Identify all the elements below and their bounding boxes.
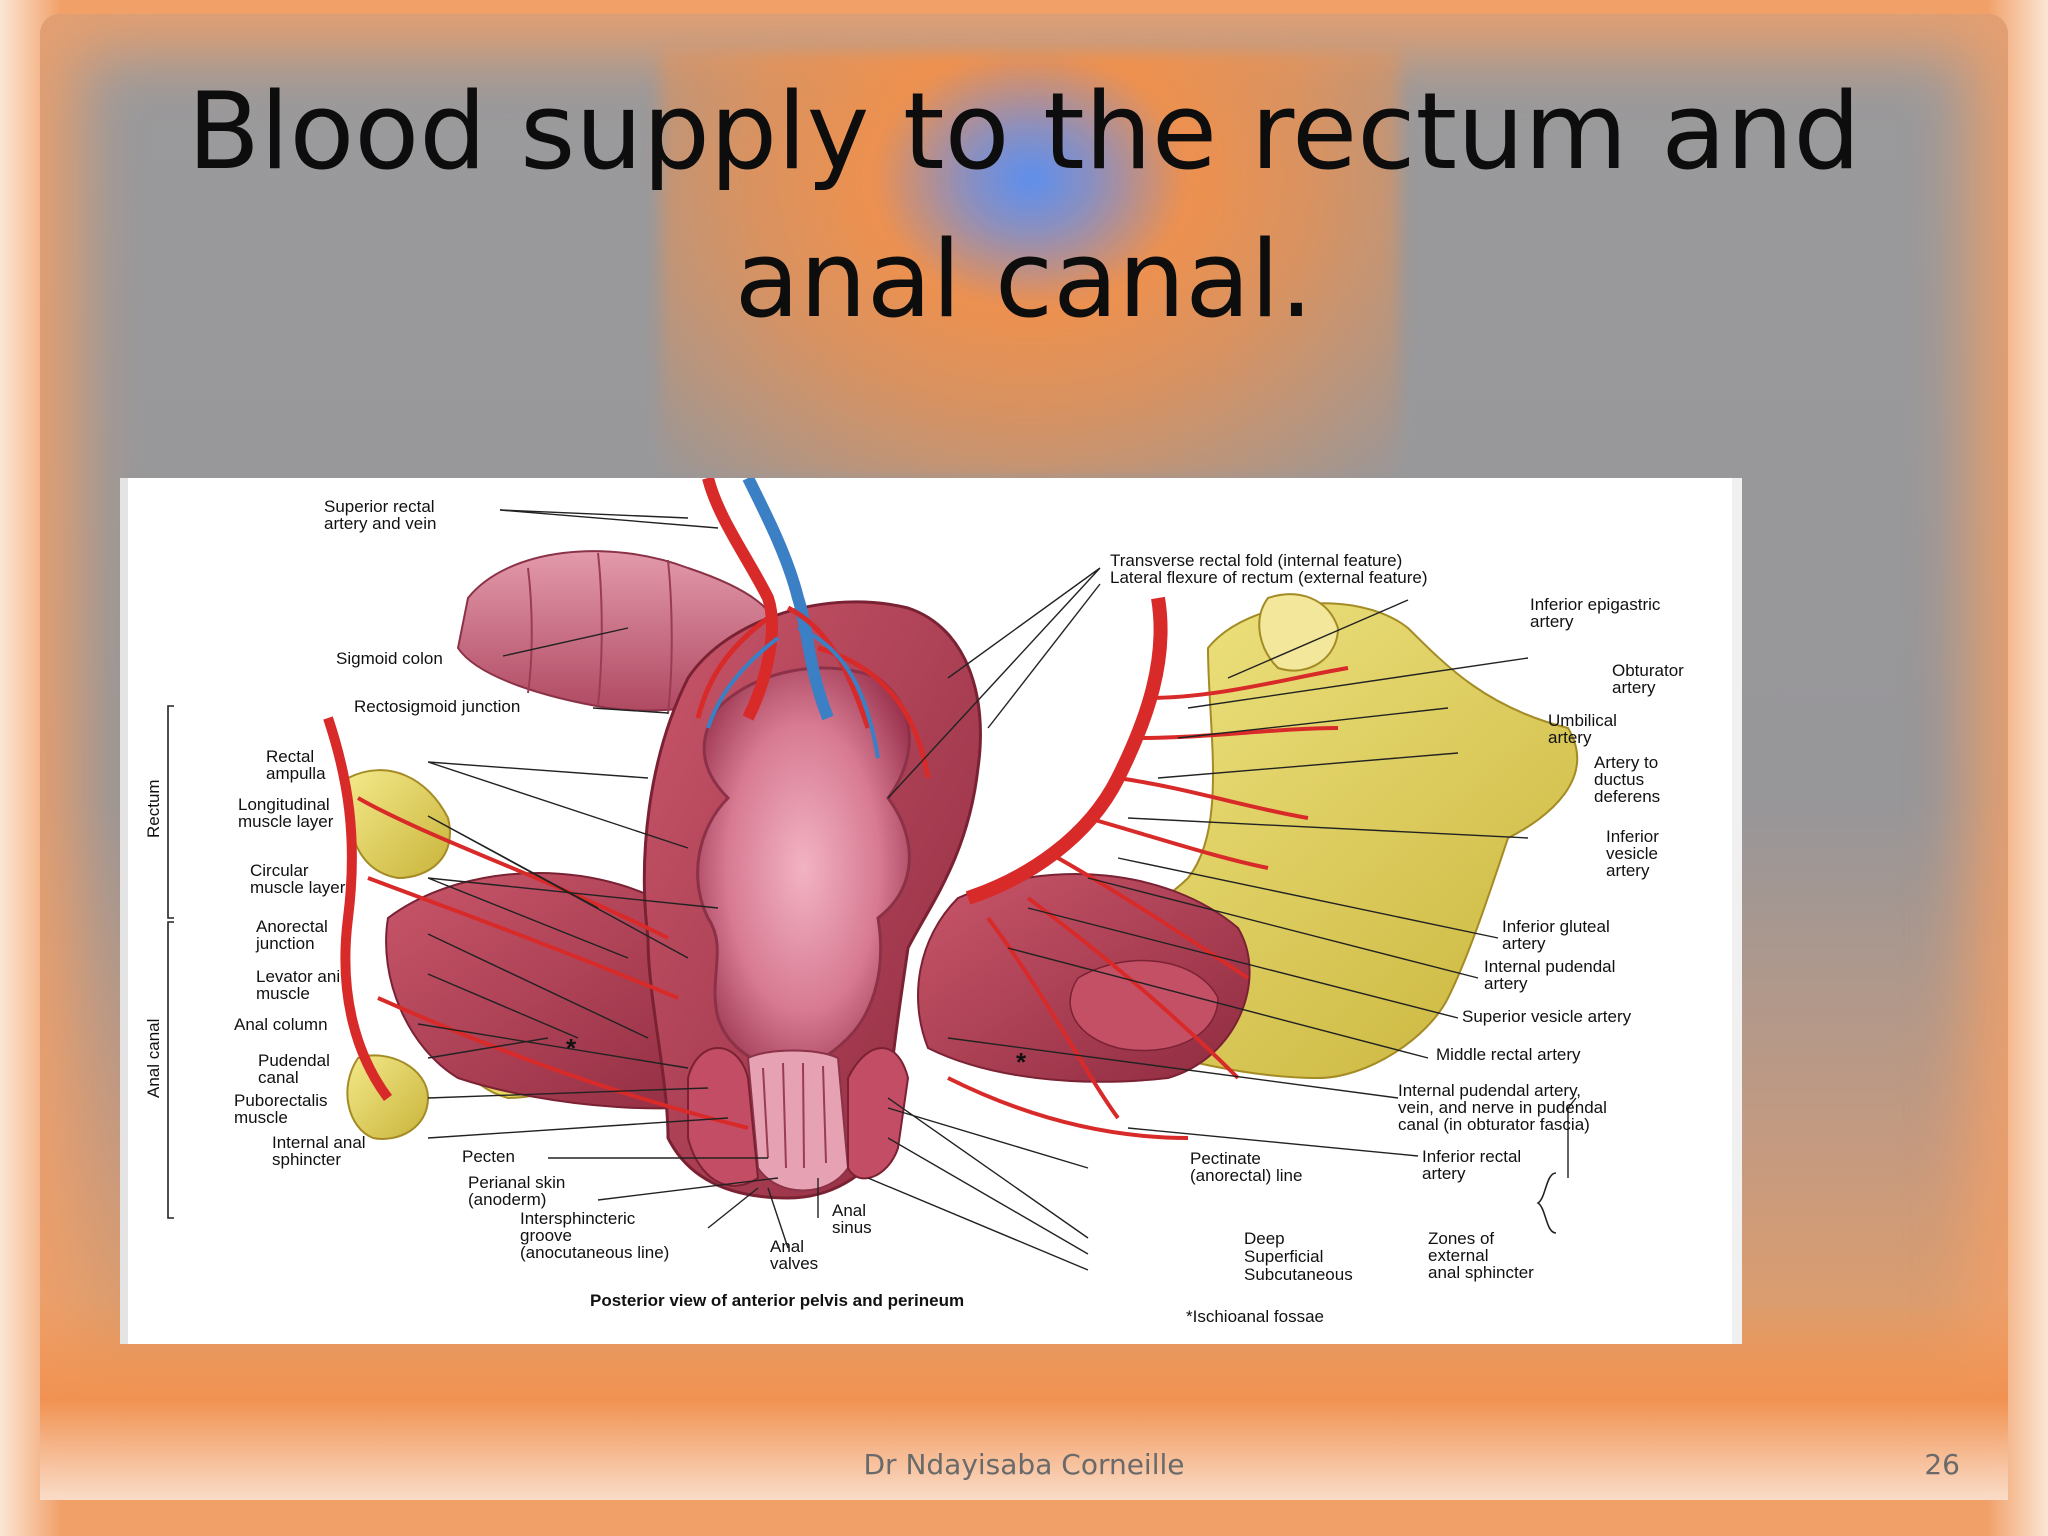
asterisk-left: *	[566, 1033, 577, 1063]
anal-canal-bracket	[167, 921, 174, 1219]
label-rectosigmoid-junction: Rectosigmoid junction	[354, 697, 521, 716]
label-inferior-epigastric-artery: Inferior epigastric artery	[1530, 595, 1661, 631]
superior-rectal-vein	[742, 478, 834, 721]
label-pecten: Pecten	[462, 1147, 515, 1166]
label-rectal-ampulla: Rectal ampulla	[266, 747, 326, 783]
label-artery-to-ductus-deferens: Artery to ductus deferens	[1594, 753, 1661, 806]
rectum-bracket	[167, 705, 174, 919]
anatomy-illustration	[167, 478, 1579, 1271]
asterisk-right: *	[1016, 1047, 1027, 1077]
sigmoid-haustra	[527, 552, 673, 715]
label-inferior-gluteal-artery: Inferior gluteal artery	[1502, 917, 1610, 953]
anatomy-figure: Rectum Anal canal Superior rectal artery…	[120, 478, 1742, 1344]
label-pudendal-canal: Pudendal canal	[258, 1051, 330, 1087]
zones-brace	[1536, 1172, 1557, 1234]
figure-footnote: *Ischioanal fossae	[1186, 1307, 1324, 1326]
label-anal-column: Anal column	[234, 1015, 328, 1034]
slide-title: Blood supply to the rectum and anal cana…	[150, 58, 1898, 354]
region-label-rectum: Rectum	[144, 779, 163, 838]
figure-caption: Posterior view of anterior pelvis and pe…	[590, 1291, 965, 1310]
label-internal-pudendal-artery: Internal pudendal artery	[1484, 957, 1616, 993]
right-artery-branches	[986, 666, 1349, 1120]
region-label-anal-canal: Anal canal	[144, 1018, 163, 1098]
left-artery-branches	[357, 796, 749, 1130]
left-external-sphincter	[687, 1047, 760, 1187]
label-middle-rectal-artery: Middle rectal artery	[1436, 1045, 1581, 1064]
slide-title-line-2: anal canal.	[734, 218, 1314, 341]
label-internal-anal-sphincter: Internal anal sphincter	[272, 1133, 366, 1169]
label-transverse-rectal-fold: Transverse rectal fold (internal feature…	[1110, 551, 1403, 570]
pubic-crest	[1258, 593, 1340, 672]
label-umbilical-artery: Umbilical artery	[1548, 711, 1617, 747]
label-intersphincteric-groove: Intersphincteric groove (anocutaneous li…	[520, 1209, 670, 1262]
label-inferior-rectal-artery: Inferior rectal artery	[1422, 1147, 1522, 1183]
footer-author: Dr Ndayisaba Corneille	[863, 1448, 1185, 1481]
label-anal-sinus: Anal sinus	[832, 1201, 872, 1237]
label-zone-deep: Deep	[1244, 1229, 1285, 1248]
left-internal-iliac-artery	[323, 716, 393, 1101]
label-anorectal-junction: Anorectal junction	[256, 917, 328, 953]
label-inferior-vesicle-artery: Inferior vesicle artery	[1606, 827, 1659, 880]
label-lateral-flexure: Lateral flexure of rectum (external feat…	[1110, 568, 1428, 587]
label-superior-vesicle-artery: Superior vesicle artery	[1462, 1007, 1632, 1026]
label-obturator-artery: Obturator artery	[1612, 661, 1684, 697]
label-anal-valves: Anal valves	[770, 1237, 819, 1273]
label-internal-pudendal-vessels: Internal pudendal artery, vein, and nerv…	[1398, 1081, 1607, 1134]
anal-columns	[762, 1062, 827, 1169]
label-zones-of-external-sphincter: Zones of external anal sphincter	[1428, 1229, 1534, 1282]
left-pelvic-bone	[346, 769, 451, 880]
superior-rectal-artery	[702, 478, 778, 721]
label-longitudinal-muscle: Longitudinal muscle layer	[238, 795, 334, 831]
label-circular-muscle: Circular muscle layer	[250, 861, 346, 897]
label-zone-subcutaneous: Subcutaneous	[1244, 1265, 1353, 1284]
label-levator-ani: Levator ani muscle	[256, 967, 341, 1003]
label-zone-superficial: Superficial	[1244, 1247, 1324, 1266]
leader-lines	[417, 509, 1577, 1271]
inferior-rectal-artery	[947, 1076, 1189, 1140]
right-internal-iliac-artery	[965, 596, 1168, 905]
page-number: 26	[1924, 1448, 1960, 1481]
label-puborectalis: Puborectalis muscle	[234, 1091, 328, 1127]
obturator-internus	[1069, 959, 1219, 1052]
slide-glow	[660, 50, 1400, 480]
rectal-vein-branches	[706, 626, 880, 759]
label-sigmoid-colon: Sigmoid colon	[336, 649, 443, 668]
label-pectinate-line: Pectinate (anorectal) line	[1190, 1149, 1303, 1185]
right-external-sphincter	[847, 1047, 910, 1180]
label-superior-rectal: Superior rectal artery and vein	[324, 497, 437, 533]
label-perianal-skin: Perianal skin (anoderm)	[468, 1173, 566, 1209]
slide-title-line-1: Blood supply to the rectum and	[187, 70, 1861, 193]
